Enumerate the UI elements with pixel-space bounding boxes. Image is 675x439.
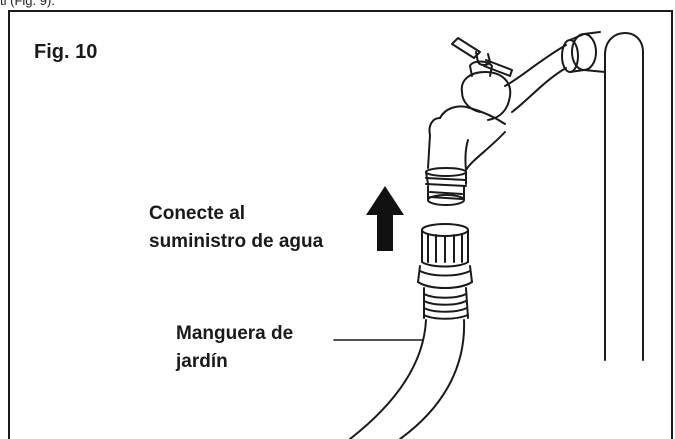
garden-hose-icon	[349, 223, 473, 439]
supply-label-line2: suministro de agua	[149, 231, 324, 252]
arrow-up-icon	[366, 186, 404, 251]
figure-frame	[8, 10, 673, 439]
hose-label-line1: Manguera de	[176, 323, 294, 344]
faucet-icon	[425, 31, 644, 361]
figure-title: Fig. 10	[34, 41, 98, 63]
header-fragment: ti (Fig. 9).	[0, 0, 55, 8]
supply-label-line1: Conecte al	[149, 203, 246, 224]
supply-label: Conecte al suministro de agua	[149, 200, 323, 256]
hose-label-line2: jardín	[176, 351, 228, 372]
hose-label: Manguera de jardín	[176, 320, 293, 376]
